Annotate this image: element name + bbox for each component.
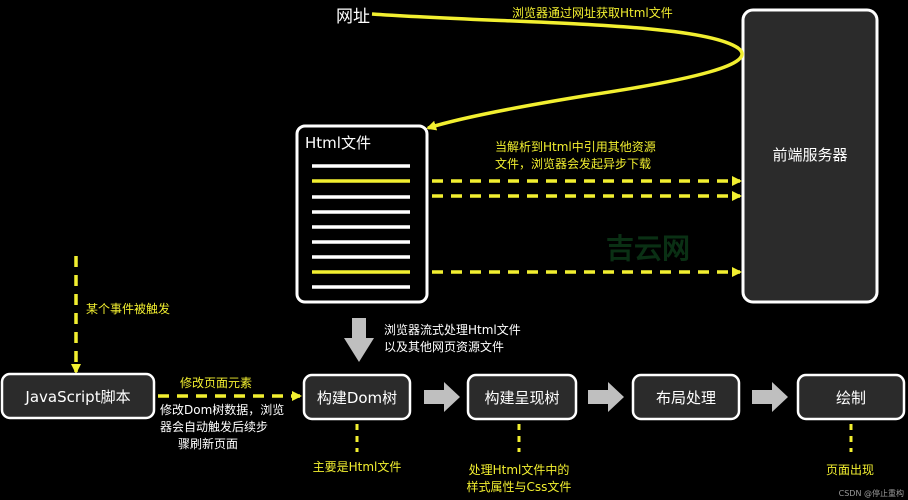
layout-to-paint-arrow xyxy=(752,382,788,412)
event-label: 某个事件被触发 xyxy=(86,301,170,316)
paint-label: 绘制 xyxy=(836,389,866,407)
modify-elements-label: 修改页面元素 xyxy=(180,375,252,390)
credit-watermark: CSDN @停止重构 xyxy=(839,488,904,498)
paint-note: 页面出现 xyxy=(826,463,874,477)
paint-box xyxy=(796,373,906,421)
layout-box xyxy=(631,373,741,421)
build-dom-label: 构建Dom树 xyxy=(317,389,397,407)
html-file-label: Html文件 xyxy=(305,134,371,152)
build-render-box xyxy=(466,373,578,421)
html-file-box xyxy=(295,124,429,304)
modify-dom-label-3: 骤刷新页面 xyxy=(178,436,238,451)
javascript-label: JavaScript脚本 xyxy=(24,388,130,406)
parse-refs-label-2: 文件，浏览器会发起异步下载 xyxy=(495,156,651,171)
fetch-html-arrow xyxy=(371,12,744,131)
javascript-box xyxy=(0,372,156,420)
render-note-1: 处理Html文件中的 xyxy=(469,462,570,477)
dom-note: 主要是Html文件 xyxy=(313,459,402,474)
server-label: 前端服务器 xyxy=(772,146,847,164)
build-dom-box xyxy=(302,373,412,421)
stream-label-2: 以及其他网页资源文件 xyxy=(384,339,504,354)
server-box xyxy=(741,8,879,304)
stream-down-arrow xyxy=(344,318,374,362)
build-render-label: 构建呈现树 xyxy=(484,389,559,407)
parse-refs-label-1: 当解析到Html中引用其他资源 xyxy=(495,139,656,154)
modify-dom-label-2: 器会自动触发后续步 xyxy=(160,419,268,434)
watermark-logo: 吉云网 xyxy=(606,232,690,265)
async-download-arrows xyxy=(432,176,742,277)
html-file-lines xyxy=(312,164,410,289)
svg-text:吉云网: 吉云网 xyxy=(606,232,690,265)
fetch-html-label: 浏览器通过网址获取Html文件 xyxy=(512,5,673,20)
render-note-2: 样式属性与Css文件 xyxy=(467,479,572,494)
dom-to-render-arrow xyxy=(424,382,460,412)
url-label: 网址 xyxy=(336,7,370,27)
render-to-layout-arrow xyxy=(588,382,624,412)
modify-dom-label-1: 修改Dom树数据，浏览 xyxy=(160,402,284,417)
layout-label: 布局处理 xyxy=(656,389,716,407)
stream-label-1: 浏览器流式处理Html文件 xyxy=(384,322,521,337)
